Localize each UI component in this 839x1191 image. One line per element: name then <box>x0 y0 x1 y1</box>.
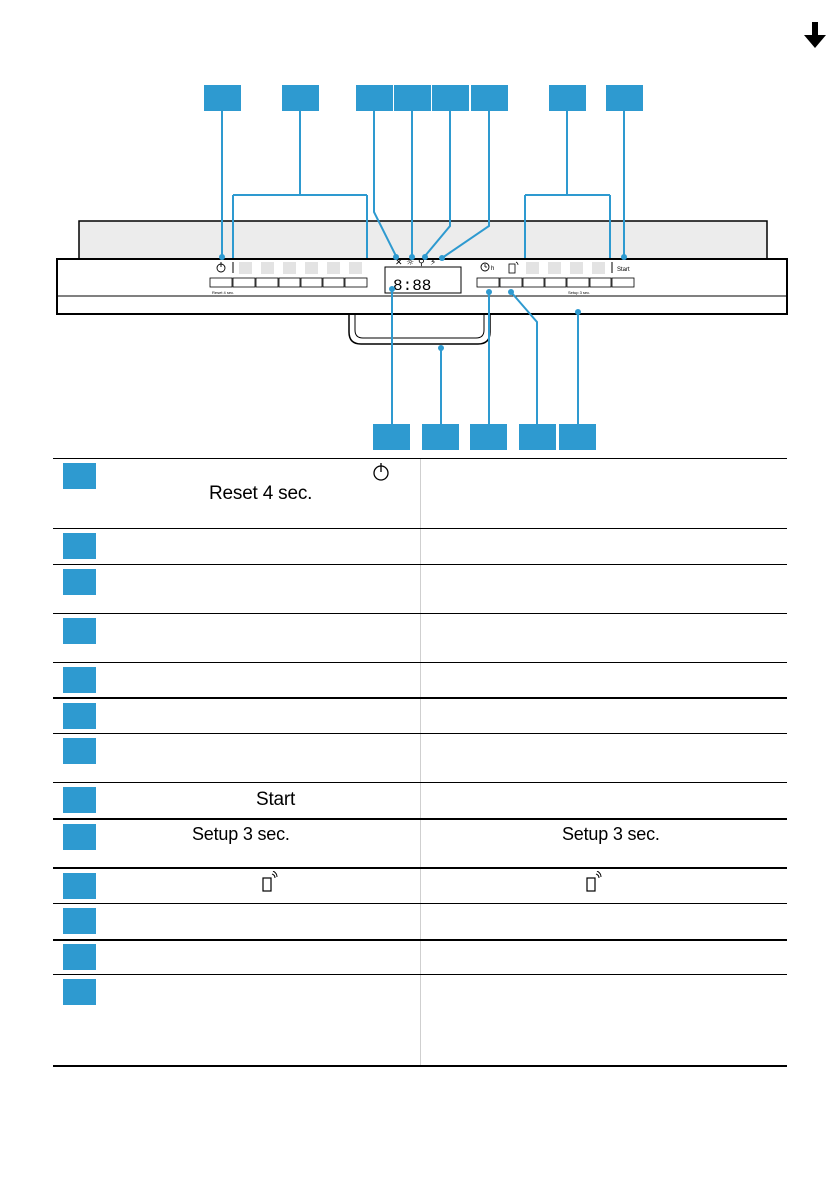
program-icons-left <box>239 262 362 274</box>
callout-box <box>606 85 643 111</box>
callout-box <box>282 85 319 111</box>
callout-box <box>356 85 393 111</box>
power-icon <box>372 462 390 487</box>
panel-top-cover <box>78 220 768 260</box>
table-row-marker <box>63 908 96 934</box>
svg-text:⚡: ⚡ <box>430 258 436 268</box>
svg-text:h: h <box>491 266 494 272</box>
callout-dots <box>219 254 627 351</box>
table-cell-right: Setup 3 sec. <box>562 824 660 844</box>
callout-box <box>373 424 410 450</box>
control-panel-diagram: Reset 4 sec. 8:88 ✕ ☼ ⚲ ⚡ h Start Setup … <box>56 111 788 424</box>
callout-box <box>471 85 508 111</box>
callout-box <box>519 424 556 450</box>
svg-text:⚲: ⚲ <box>418 258 425 268</box>
program-buttons-left <box>209 277 368 288</box>
callout-leaders <box>221 111 625 424</box>
table-rule <box>53 903 787 904</box>
callout-box <box>422 424 459 450</box>
table-rule <box>53 818 787 820</box>
callout-box <box>549 85 586 111</box>
program-icons-right <box>526 262 605 274</box>
table-row-marker <box>63 787 96 813</box>
table-row-marker <box>63 703 96 729</box>
svg-text:✕: ✕ <box>395 258 403 268</box>
table-row-marker <box>63 979 96 1005</box>
table-rule <box>53 939 787 941</box>
table-row-marker <box>63 824 96 850</box>
remote-start-icon <box>508 261 519 274</box>
table-rule <box>53 613 787 614</box>
table-cell-left: Start <box>256 789 296 810</box>
table-row-marker <box>63 944 96 970</box>
power-icon <box>216 262 226 273</box>
table-rule <box>53 974 787 975</box>
svg-text:Reset 4 sec.: Reset 4 sec. <box>212 290 234 295</box>
callout-box <box>394 85 431 111</box>
table-row-marker <box>63 667 96 693</box>
program-buttons-right <box>476 277 635 288</box>
table-row-marker <box>63 533 96 559</box>
table-row-marker <box>63 618 96 644</box>
table-rule <box>53 867 787 869</box>
table-row-marker <box>63 738 96 764</box>
remote-start-icon <box>586 870 602 898</box>
table-row-marker <box>63 873 96 899</box>
table-rule <box>53 564 787 565</box>
table-row-marker <box>63 463 96 489</box>
table-rule <box>53 782 787 783</box>
callout-box <box>204 85 241 111</box>
callout-box <box>432 85 469 111</box>
callout-box <box>470 424 507 450</box>
svg-text:Start: Start <box>617 267 630 273</box>
display-digits: 8:88 <box>393 277 431 295</box>
table-rule <box>53 528 787 529</box>
table-rule <box>53 1065 787 1067</box>
table-rule <box>53 662 787 663</box>
continue-arrow-icon <box>804 22 826 48</box>
callout-box <box>559 424 596 450</box>
display <box>384 266 462 294</box>
table-column-divider <box>420 459 421 1065</box>
table-rule <box>53 697 787 699</box>
door-handle <box>348 314 491 345</box>
timer-icon <box>480 262 490 272</box>
svg-text:Setup 3 sec.: Setup 3 sec. <box>568 290 590 295</box>
svg-text:☼: ☼ <box>406 258 414 268</box>
table-row-marker <box>63 569 96 595</box>
table-cell-left: Reset 4 sec. <box>209 483 313 504</box>
table-cell-left: Setup 3 sec. <box>192 824 290 844</box>
table-rule <box>53 733 787 734</box>
remote-start-icon <box>262 870 278 898</box>
table-rule <box>53 458 787 459</box>
